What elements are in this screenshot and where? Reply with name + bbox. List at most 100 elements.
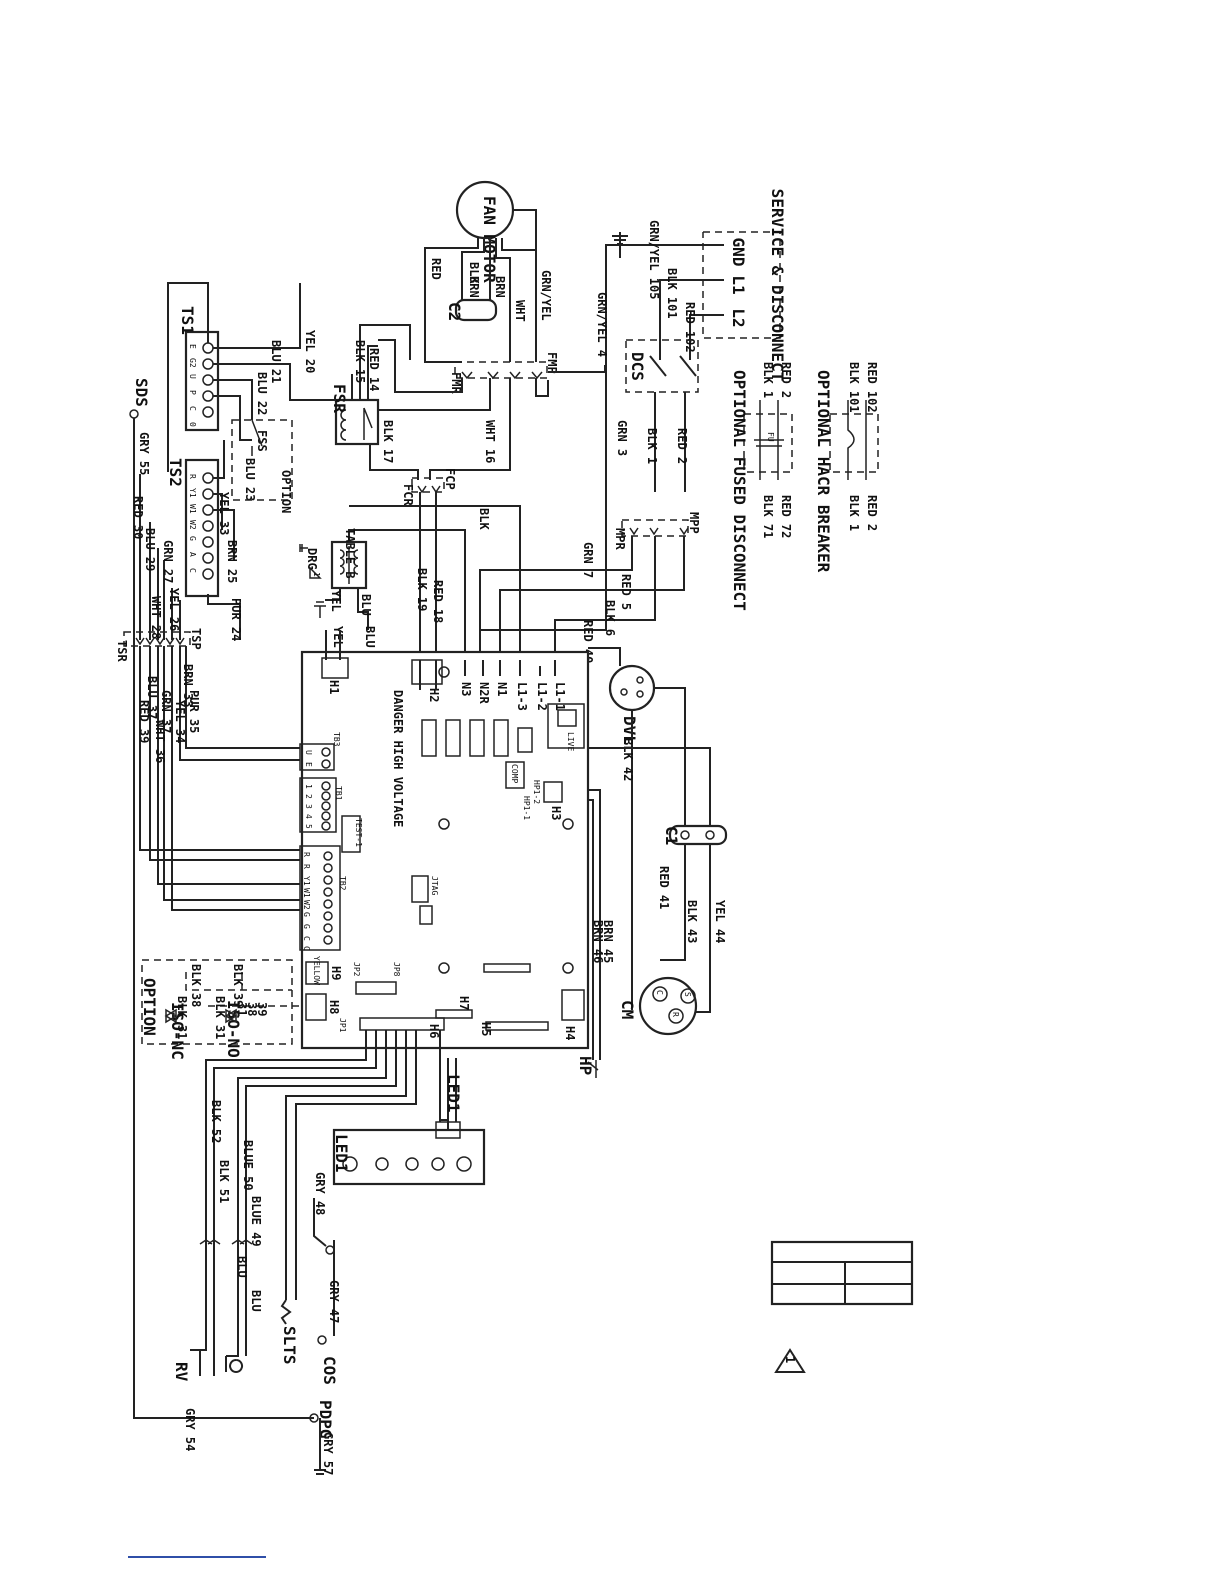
svg-text:BLK 1: BLK 1	[645, 428, 659, 464]
svg-text:MPP: MPP	[687, 512, 701, 534]
svg-text:BLK 19: BLK 19	[415, 568, 429, 611]
transformer: TABLE B DRG 1	[299, 505, 521, 660]
control-board: DANGER HIGH VOLTAGE N3 N2R N1 L1-3 L1-2 …	[299, 630, 590, 1050]
svg-text:BLU 22: BLU 22	[255, 372, 269, 415]
svg-text:BLK 101: BLK 101	[665, 268, 679, 319]
svg-text:BLK 38: BLK 38	[189, 964, 203, 1007]
svg-text:H1: H1	[327, 680, 341, 694]
svg-text:W1: W1	[188, 504, 197, 514]
svg-text:COMP: COMP	[510, 764, 519, 783]
svg-text:BLK: BLK	[467, 262, 481, 284]
svg-text:PUR 24: PUR 24	[229, 598, 243, 641]
svg-text:1: 1	[783, 1356, 797, 1363]
svg-text:YELLOW: YELLOW	[312, 956, 321, 985]
svg-text:RED 14: RED 14	[367, 348, 381, 391]
svg-text:JP1: JP1	[338, 1018, 347, 1033]
svg-text:YEL 34: YEL 34	[173, 700, 187, 743]
svg-text:WHT 36: WHT 36	[153, 720, 167, 763]
svg-text:WHT 16: WHT 16	[483, 420, 497, 463]
svg-text:A: A	[188, 552, 197, 557]
svg-text:TB3: TB3	[332, 732, 341, 747]
svg-text:TB2: TB2	[338, 876, 347, 891]
svg-text:GRY 54: GRY 54	[183, 1408, 197, 1451]
svg-text:H6: H6	[427, 1024, 441, 1038]
svg-text:U: U	[188, 374, 197, 379]
svg-text:LIVE: LIVE	[566, 732, 575, 751]
cos-switch: COS	[313, 1198, 339, 1385]
svg-text:RED 2: RED 2	[865, 495, 879, 531]
legend-warning-mark: 1	[774, 1348, 806, 1373]
svg-text:YEL 33: YEL 33	[217, 492, 231, 535]
svg-text:RED 30: RED 30	[131, 496, 145, 539]
svg-text:FCP: FCP	[443, 468, 457, 490]
svg-text:BLU 29: BLU 29	[143, 528, 157, 571]
svg-text:BLK 52: BLK 52	[209, 1100, 223, 1143]
fmp-plug: FMP FMR	[359, 324, 606, 480]
svg-text:BLU 37: BLU 37	[145, 676, 159, 719]
svg-text:PUR 35: PUR 35	[187, 690, 201, 733]
svg-text:C1: C1	[662, 826, 681, 845]
svg-text:N3: N3	[459, 682, 473, 696]
svg-text:P: P	[188, 390, 197, 395]
svg-text:YEL: YEL	[329, 590, 343, 612]
svg-text:BLK 15: BLK 15	[353, 340, 367, 383]
jtag-block: JTAG	[411, 875, 439, 925]
svg-text:BLK 1: BLK 1	[761, 362, 775, 398]
svg-text:TS1: TS1	[178, 306, 197, 335]
svg-text:MPR: MPR	[613, 528, 627, 550]
svg-text:RED 41: RED 41	[657, 866, 671, 909]
svg-text:BLK 31: BLK 31	[213, 996, 227, 1039]
svg-text:OPTIONAL FUSED DISCONNECT: OPTIONAL FUSED DISCONNECT	[730, 370, 749, 611]
svg-text:RED 39: RED 39	[137, 700, 151, 743]
svg-text:38: 38	[245, 1002, 259, 1016]
svg-text:TSP: TSP	[189, 628, 203, 650]
svg-text:YEL 20: YEL 20	[303, 330, 317, 373]
svg-text:HP1-1: HP1-1	[522, 796, 531, 820]
led1-cable-label: LED1	[444, 1074, 463, 1113]
optional-hacr-breaker: OPTIONAL HACR BREAKER RED 102 BLK 101 RE…	[814, 362, 879, 573]
svg-text:C: C	[188, 406, 197, 411]
svg-text:L1-3: L1-3	[515, 682, 529, 711]
h2-header: H2	[411, 659, 443, 702]
svg-text:BLK 1: BLK 1	[847, 495, 861, 531]
svg-text:C: C	[302, 946, 311, 951]
svg-text:GRN/YEL: GRN/YEL	[539, 270, 553, 321]
svg-text:GRN 7: GRN 7	[581, 542, 595, 578]
svg-text:BLK 17: BLK 17	[381, 420, 395, 463]
svg-text:OPTION: OPTION	[140, 978, 159, 1036]
svg-text:BRN: BRN	[493, 276, 507, 298]
ground-symbol-top	[612, 232, 628, 258]
tsp-plug: TSP TSR	[115, 628, 300, 911]
svg-text:W2: W2	[188, 520, 197, 530]
svg-text:BLU: BLU	[359, 594, 373, 616]
svg-text:R: R	[302, 864, 311, 869]
svg-text:GRY 47: GRY 47	[327, 1280, 341, 1323]
svg-text:BLU 23: BLU 23	[243, 458, 257, 501]
svg-text:BLK: BLK	[477, 508, 491, 530]
svg-text:RED 72: RED 72	[779, 495, 793, 538]
svg-text:GRY 55: GRY 55	[137, 432, 151, 475]
slts-sensor: SLTS	[280, 1299, 299, 1365]
svg-text:4: 4	[304, 814, 313, 819]
svg-text:C: C	[302, 936, 311, 941]
svg-text:FCR: FCR	[401, 484, 415, 506]
svg-text:H7: H7	[457, 996, 471, 1010]
svg-text:39: 39	[255, 1002, 269, 1016]
svg-text:0: 0	[188, 422, 197, 427]
svg-text:31: 31	[235, 1002, 249, 1016]
svg-text:BLK 6: BLK 6	[603, 600, 617, 636]
board-relays	[421, 719, 533, 757]
jp-blocks: JP2 JP8 JP1	[338, 962, 531, 1033]
svg-text:BLK 101: BLK 101	[847, 362, 861, 413]
svg-text:FSR: FSR	[330, 384, 349, 413]
svg-text:Y1: Y1	[188, 488, 197, 498]
svg-text:SLTS: SLTS	[280, 1326, 299, 1365]
svg-text:BLK 51: BLK 51	[217, 1160, 231, 1203]
svg-text:GRN/YEL 105: GRN/YEL 105	[647, 220, 661, 299]
svg-text:2: 2	[304, 794, 313, 799]
svg-text:E: E	[188, 344, 197, 349]
svg-text:H9: H9	[329, 966, 343, 980]
svg-text:Y1: Y1	[302, 876, 311, 886]
svg-text:1: 1	[312, 572, 321, 577]
